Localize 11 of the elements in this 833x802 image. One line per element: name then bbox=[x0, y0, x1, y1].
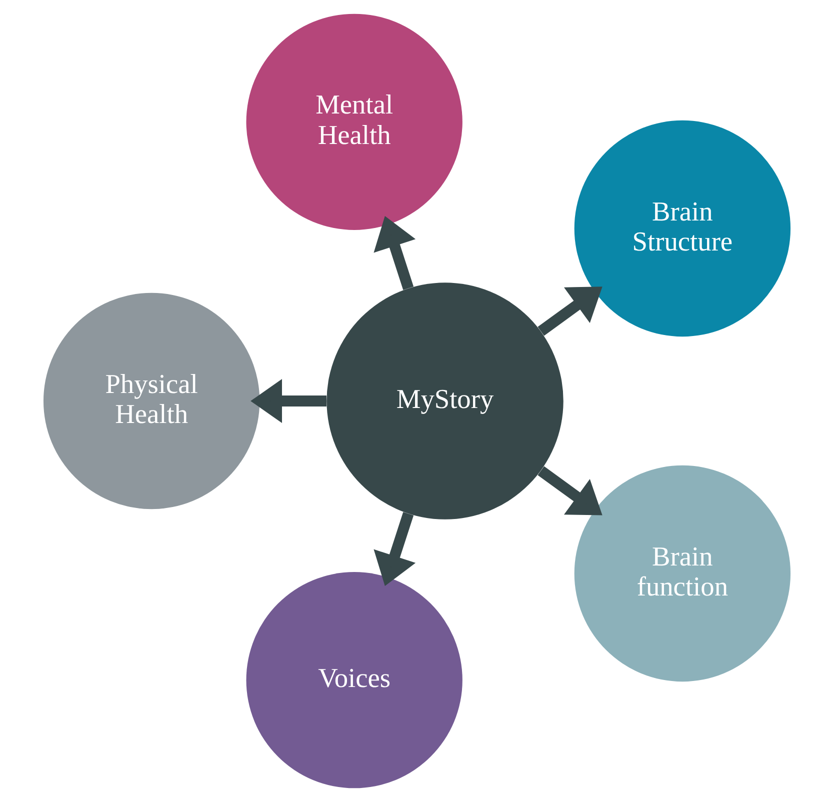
arrow bbox=[250, 379, 326, 423]
arrow bbox=[537, 466, 602, 516]
node-circle: Physical Health bbox=[42, 292, 260, 510]
arrow bbox=[373, 216, 416, 290]
node-circle: Brain Structure bbox=[574, 120, 790, 337]
arrow bbox=[373, 512, 416, 586]
node-circle: MyStory bbox=[326, 282, 563, 520]
node-circle: Voices bbox=[246, 572, 462, 788]
node-circle: Mental Health bbox=[246, 14, 462, 230]
arrow bbox=[537, 286, 602, 336]
node-circle: Brain function bbox=[574, 465, 790, 682]
